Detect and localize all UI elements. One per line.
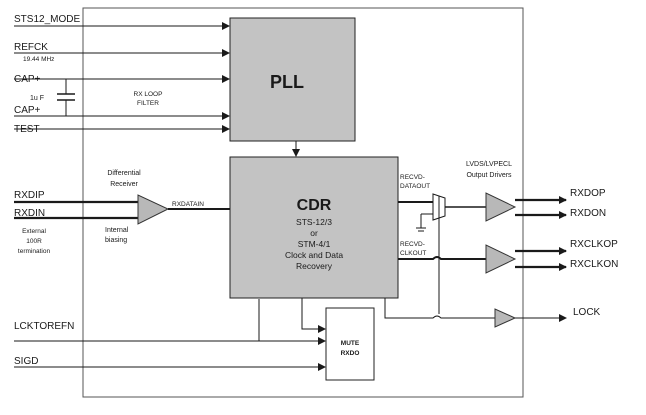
cdr-to-mute-wire <box>301 298 326 333</box>
pin-sigd: SIGD <box>14 356 38 367</box>
output-drivers-1: LVDS/LVPECL <box>466 161 512 168</box>
clkout-wire <box>398 256 486 260</box>
pll-block <box>229 17 356 142</box>
mute-rxdo-block <box>325 307 375 381</box>
internal-biasing-2: biasing <box>105 237 127 244</box>
diff-receiver-1: Differential <box>107 170 141 177</box>
pin-rxdin: RXDIN <box>14 208 45 219</box>
pin-rxdon: RXDON <box>570 208 606 219</box>
lock-wire <box>384 298 495 319</box>
pin-rxdop: RXDOP <box>570 188 606 199</box>
cdr-line-4: Clock and Data <box>285 250 343 260</box>
cdr-line-2: or <box>310 228 318 238</box>
pin-rxclkop: RXCLKOP <box>570 239 618 250</box>
diff-receiver-2: Receiver <box>110 181 138 188</box>
rx-loop-filter-1: RX LOOP <box>134 91 163 98</box>
recvd-clkout-1: RECVD- <box>400 241 425 248</box>
rxdatain-label: RXDATAIN <box>172 201 204 208</box>
clock-output-buffer <box>485 244 517 274</box>
external-term-3: termination <box>18 248 51 255</box>
internal-biasing-1: Internal <box>105 227 129 234</box>
recvd-dataout-1: RECVD- <box>400 174 425 181</box>
pin-lcktorefn: LCKTOREFN <box>14 321 74 332</box>
pin-cap-bottom: CAP+ <box>14 105 41 116</box>
cdr-block <box>229 156 399 299</box>
input-buffer <box>137 194 170 225</box>
rx-loop-filter-2: FILTER <box>137 100 159 107</box>
external-term-1: External <box>22 228 46 235</box>
pin-refck: REFCK <box>14 42 48 53</box>
cdr-title: CDR <box>297 197 332 214</box>
pin-sts12-mode: STS12_MODE <box>14 14 80 25</box>
refck-freq: 19.44 MHz <box>23 56 54 63</box>
cdr-line-3: STM-4/1 <box>298 239 331 249</box>
mute-line-1: MUTE <box>341 340 360 347</box>
recvd-clkout-2: CLKOUT <box>400 250 426 257</box>
external-term-2: 100R <box>26 238 42 245</box>
pin-lock: LOCK <box>573 307 601 318</box>
mute-line-2: RXDO <box>341 350 360 357</box>
pll-title: PLL <box>270 72 304 92</box>
pin-rxclkon: RXCLKON <box>570 259 618 270</box>
pin-rxdip: RXDIP <box>14 190 45 201</box>
recvd-dataout-2: DATAOUT <box>400 183 430 190</box>
cdr-line-5: Recovery <box>296 261 333 271</box>
lock-buffer <box>494 308 517 328</box>
output-drivers-2: Output Drivers <box>466 172 512 179</box>
data-output-buffer <box>485 192 517 222</box>
cap-value: 1u F <box>30 95 44 102</box>
cdr-line-1: STS-12/3 <box>296 217 332 227</box>
